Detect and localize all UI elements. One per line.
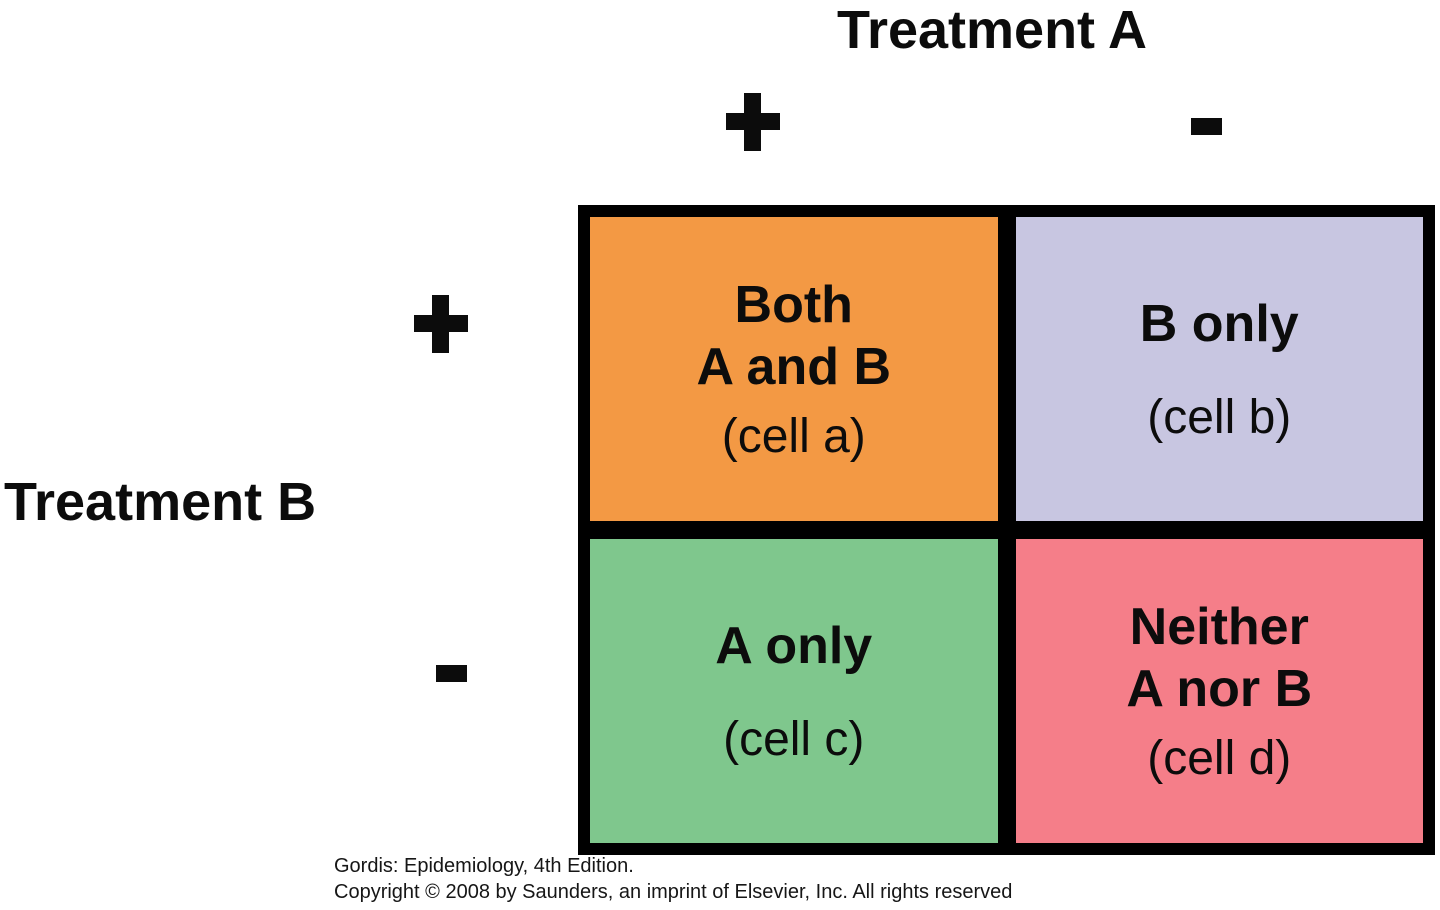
source-caption: Gordis: Epidemiology, 4th Edition. Copyr… xyxy=(334,853,1012,905)
minus-icon xyxy=(436,665,467,682)
cell-a-label-line1: Both xyxy=(734,276,853,334)
plus-icon-bar xyxy=(432,295,449,353)
cell-b-sublabel: (cell b) xyxy=(1147,391,1292,444)
plus-icon xyxy=(414,295,468,353)
plus-icon xyxy=(726,93,780,151)
cell-d-label-line2: A nor B xyxy=(1126,660,1313,718)
cell-d-label-line1: Neither xyxy=(1129,598,1309,656)
cell-d-sublabel: (cell d) xyxy=(1147,732,1292,785)
cell-c-sublabel: (cell c) xyxy=(723,713,865,766)
cell-c-a-only: A only (cell c) xyxy=(590,539,998,843)
minus-icon xyxy=(1191,118,1222,135)
row-axis-title: Treatment B xyxy=(4,472,317,532)
cell-a-label-line2: A and B xyxy=(696,338,892,396)
column-axis-title: Treatment A xyxy=(836,0,1148,60)
cell-c-label-line1: A only xyxy=(715,617,873,675)
cell-b-label-line1: B only xyxy=(1139,295,1299,353)
cell-d-neither-a-nor-b: Neither A nor B (cell d) xyxy=(1015,539,1423,843)
factorial-table: Both A and B (cell a) B only (cell b) A … xyxy=(578,205,1435,855)
caption-source-line: Gordis: Epidemiology, 4th Edition. xyxy=(334,855,634,877)
plus-icon-bar xyxy=(744,93,761,151)
caption-copyright-line: Copyright © 2008 by Saunders, an imprint… xyxy=(334,881,1013,903)
cell-a-both-a-and-b: Both A and B (cell a) xyxy=(590,217,998,521)
cell-a-sublabel: (cell a) xyxy=(721,410,866,463)
cell-b-b-only: B only (cell b) xyxy=(1015,217,1423,521)
